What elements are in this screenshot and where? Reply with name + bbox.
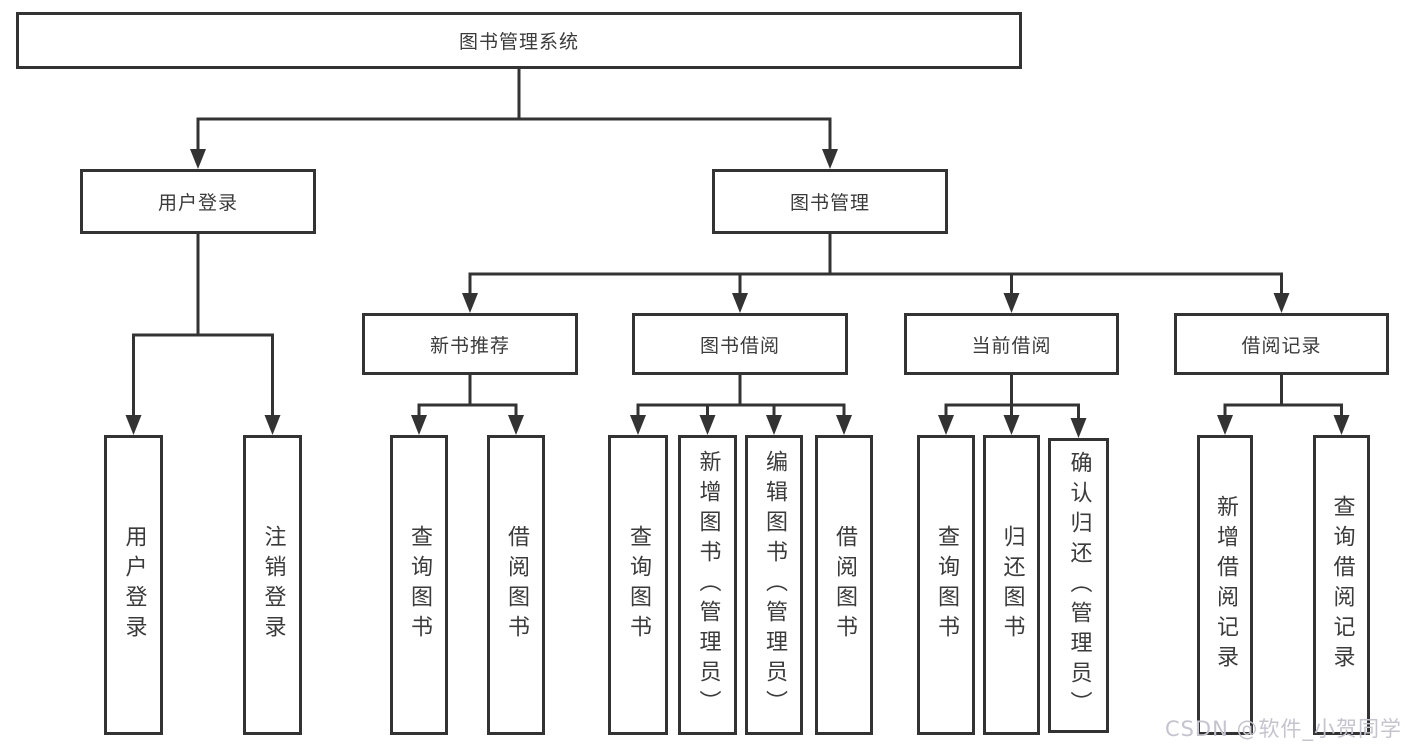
node-leaf-cb-confirm: 确认归还（管理员） xyxy=(1048,438,1109,733)
node-label: 图书管理系统 xyxy=(458,31,579,53)
arrowhead-down-icon xyxy=(766,415,782,435)
arrowhead-down-icon xyxy=(190,149,206,169)
node-leaf-user-login: 用户登录 xyxy=(104,435,163,735)
arrowhead-down-icon xyxy=(462,293,478,313)
node-new-book-rec: 新书推荐 xyxy=(362,313,578,375)
node-leaf-bb-borrow: 借阅图书 xyxy=(815,435,873,735)
arrowhead-down-icon xyxy=(822,149,838,169)
watermark: CSDN @软件_小贺同学 xyxy=(1164,717,1402,741)
node-current-borrow: 当前借阅 xyxy=(904,313,1119,375)
node-label: 新书推荐 xyxy=(429,334,510,357)
arrowhead-down-icon xyxy=(264,415,281,435)
node-root: 图书管理系统 xyxy=(16,12,1022,69)
arrowhead-down-icon xyxy=(1070,418,1087,438)
node-label: 查询图书 xyxy=(407,525,432,645)
node-label: 编辑图书（管理员） xyxy=(762,450,787,720)
node-leaf-br-query: 查询借阅记录 xyxy=(1313,435,1370,735)
node-leaf-bb-edit: 编辑图书（管理员） xyxy=(745,435,803,735)
node-label: 借阅图书 xyxy=(832,525,857,645)
arrowhead-down-icon xyxy=(836,415,852,435)
arrowhead-down-icon xyxy=(699,415,716,435)
node-label: 确认归还（管理员） xyxy=(1066,450,1092,721)
node-leaf-logout: 注销登录 xyxy=(243,435,302,735)
arrowhead-down-icon xyxy=(630,415,646,435)
node-label: 用户登录 xyxy=(121,525,147,645)
node-leaf-bb-query: 查询图书 xyxy=(608,435,668,735)
arrowhead-down-icon xyxy=(938,415,954,435)
node-label: 归还图书 xyxy=(999,525,1025,645)
node-label: 图书借阅 xyxy=(699,334,780,357)
node-label: 图书管理 xyxy=(789,192,870,214)
arrowhead-down-icon xyxy=(125,415,142,435)
node-leaf-br-add: 新增借阅记录 xyxy=(1197,435,1253,735)
node-label: 用户登录 xyxy=(157,192,238,214)
node-borrow-records: 借阅记录 xyxy=(1174,313,1389,375)
node-book-borrow: 图书借阅 xyxy=(632,313,848,375)
arrowhead-down-icon xyxy=(411,415,427,435)
node-label: 当前借阅 xyxy=(971,334,1052,357)
node-leaf-cb-return: 归还图书 xyxy=(983,435,1040,735)
node-book-mgmt: 图书管理 xyxy=(712,169,948,234)
arrowhead-down-icon xyxy=(732,293,748,313)
node-label: 借阅图书 xyxy=(504,525,529,645)
node-label: 新增借阅记录 xyxy=(1213,495,1238,675)
node-label: 查询图书 xyxy=(626,525,651,645)
node-label: 查询图书 xyxy=(934,525,959,645)
node-leaf-cb-query: 查询图书 xyxy=(917,435,975,735)
arrowhead-down-icon xyxy=(1273,293,1290,313)
node-leaf-bb-add: 新增图书（管理员） xyxy=(678,435,737,735)
node-label: 注销登录 xyxy=(260,525,286,645)
arrowhead-down-icon xyxy=(1333,415,1350,435)
node-label: 借阅记录 xyxy=(1241,334,1322,357)
arrowhead-down-icon xyxy=(1003,415,1020,435)
node-leaf-nbr-borrow: 借阅图书 xyxy=(487,435,545,735)
node-label: 新增图书（管理员） xyxy=(695,450,721,720)
arrowhead-down-icon xyxy=(508,415,524,435)
arrowhead-down-icon xyxy=(1003,293,1020,313)
node-label: 查询借阅记录 xyxy=(1329,495,1355,675)
node-leaf-nbr-query: 查询图书 xyxy=(390,435,448,735)
node-user-login: 用户登录 xyxy=(80,169,316,234)
connector-path xyxy=(132,69,1343,422)
arrowhead-down-icon xyxy=(1217,415,1233,435)
